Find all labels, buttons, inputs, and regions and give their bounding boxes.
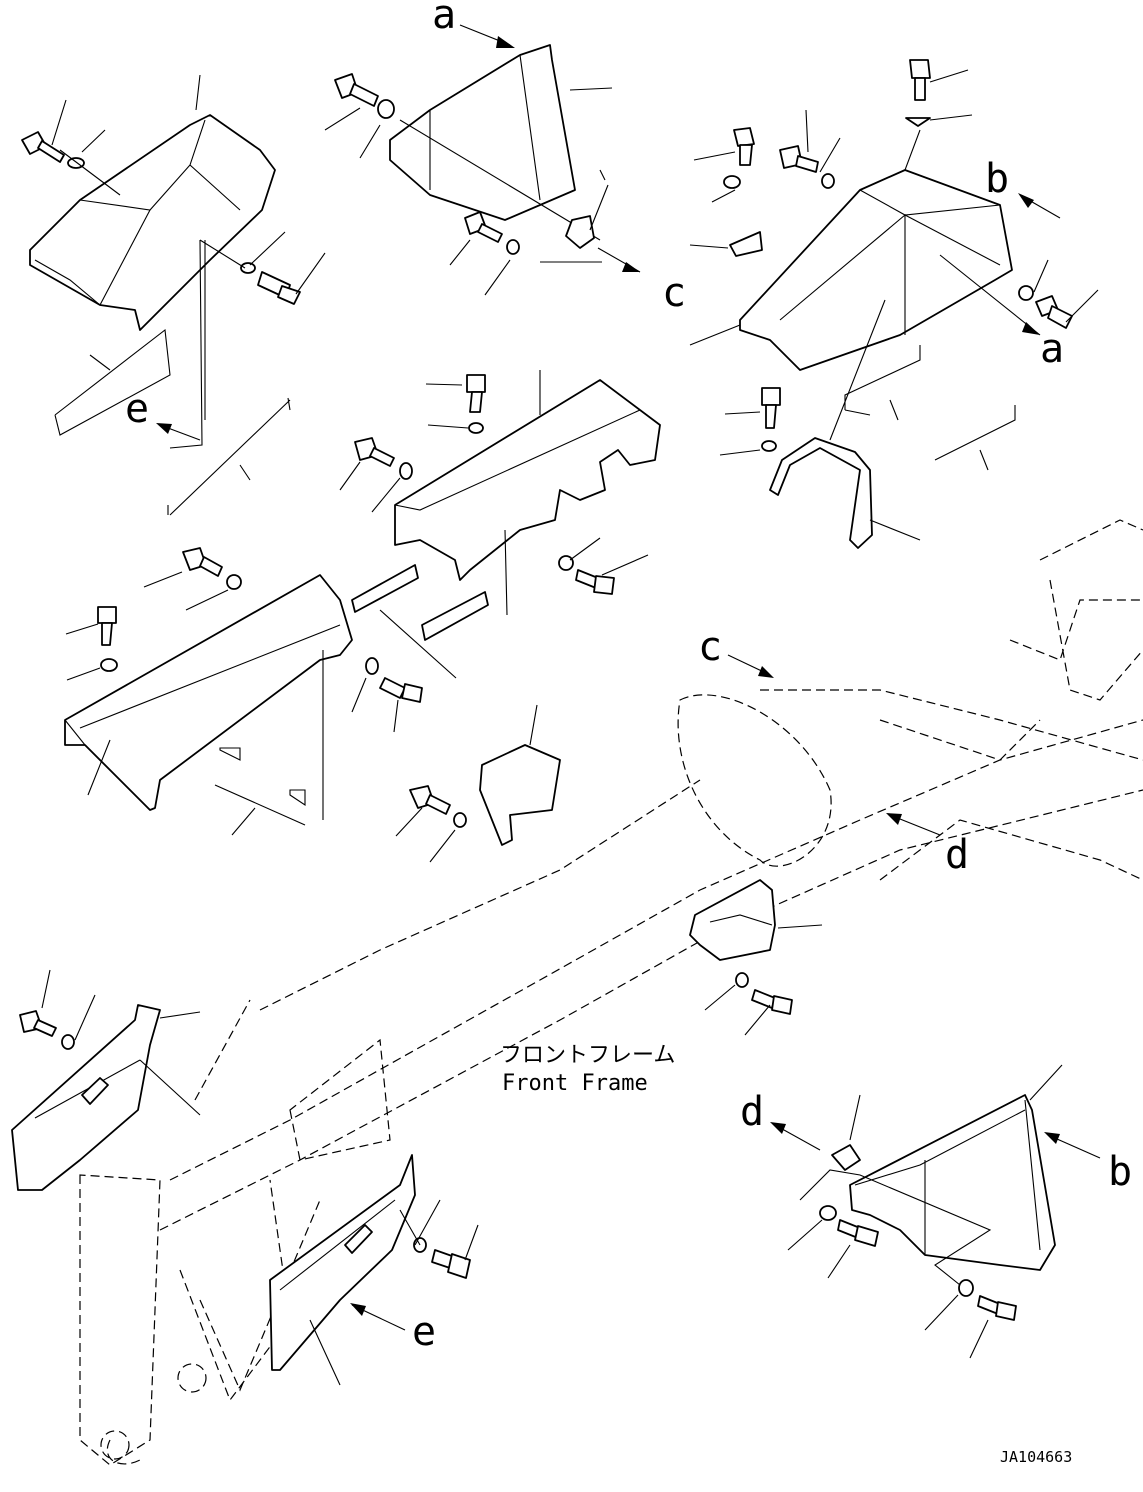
seal-strip [421,591,489,641]
top-right-cover-plate [739,169,1013,371]
vent-grille-icon [344,1224,373,1254]
ref-label-b-bottom: b [1108,1149,1132,1195]
left-middle-cover-group [64,547,423,836]
bolt-icon [21,131,65,163]
top-right-cover-group: a b [689,59,1099,549]
bolt-icon [733,127,755,166]
small-bracket [729,231,763,257]
washer-icon [506,239,520,255]
washer-icon [1018,285,1034,301]
bolt-icon [751,989,793,1015]
clip-bracket [565,215,595,249]
washer-icon [905,117,931,127]
bolt-icon [779,145,819,173]
bolt-icon [379,677,423,703]
bolt-icon [464,211,503,243]
washer-icon [453,812,467,828]
vent-grille-icon [81,1077,109,1105]
bolt-icon [977,1295,1017,1321]
washer-icon [558,555,574,571]
ref-label-d-bottom: d [740,1089,764,1135]
center-right-cover [689,879,776,961]
top-left-cover-plate [29,114,276,331]
ref-label-c-top: c [662,270,686,316]
seal-strip [351,564,419,613]
washer-icon [723,175,741,189]
drawing-code: JA104663 [1000,1448,1072,1466]
bolt-icon [466,374,486,413]
bolt-icon [431,1249,471,1279]
ref-label-a-top: a [432,0,456,38]
left-long-cover [64,574,353,811]
washer-icon [819,1205,837,1221]
top-left-cover-group [21,74,326,516]
side-plate-upper [389,44,576,221]
bolt-icon [1035,295,1073,329]
washer-icon [468,422,484,434]
washer-icon [761,440,777,452]
ref-label-d-mid: d [945,832,969,878]
washer-icon [61,1034,75,1050]
bolt-icon [19,1010,57,1037]
ref-label-b-top: b [985,156,1009,202]
bolt-icon [182,547,223,577]
washer-icon [377,99,395,119]
front-frame-outline [79,519,1143,1466]
bolt-icon [334,73,379,107]
lower-middle-side-plate [269,1154,416,1371]
center-bracket-group [395,704,561,863]
ref-label-c-mid: c [698,624,722,670]
center-right-cover-group [689,879,823,1036]
bottom-right-plate-group: d b [740,1064,1132,1359]
bolt-icon [761,387,781,429]
bolt-icon [409,785,451,815]
washer-icon [365,657,379,675]
bolt-icon [97,606,117,646]
washer-icon [958,1279,974,1297]
bolt-icon [354,437,395,467]
frame-ref-arrows: c d [698,624,969,878]
middle-upper-cover [394,379,661,581]
bottom-left-plates-group: e e [11,239,479,1386]
bolt-icon [257,271,301,305]
ref-label-e-bottom: e [412,1309,436,1355]
lower-right-side-plate [849,1094,1056,1271]
middle-cover-group [339,370,661,679]
bolt-icon [575,569,615,595]
bolt-icon [909,59,931,101]
u-bracket [769,437,873,549]
top-middle-side-plate-group: c a [324,0,686,316]
frame-caption-en: Front Frame [502,1071,648,1096]
washer-icon [821,173,835,189]
washer-icon [399,462,413,480]
ref-label-a-right: a [1040,326,1064,372]
frame-caption-jp: フロントフレーム [500,1043,675,1068]
washer-icon [735,972,749,988]
clip-bracket [831,1144,861,1171]
washer-icon [100,658,118,672]
center-bracket [479,744,561,846]
washer-icon [226,574,242,590]
washer-icon [240,262,256,274]
bolt-icon [837,1219,879,1247]
ref-label-e-top: e [125,386,149,432]
